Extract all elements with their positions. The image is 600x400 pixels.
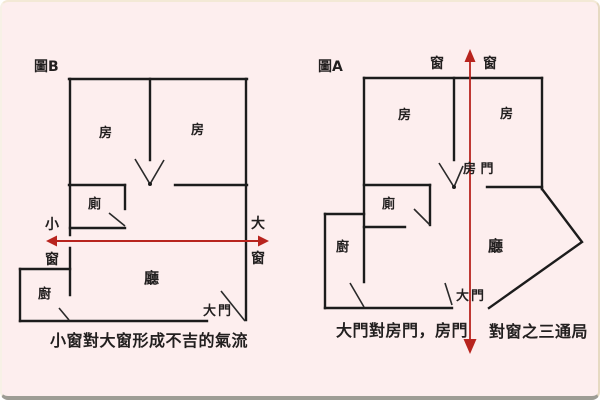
diagram-a-window-right-label: 窗 (483, 56, 497, 72)
diagram-a-bedroom-left-label: 房 (398, 108, 412, 123)
diagram-b-title: 圖B (34, 59, 59, 75)
diagram-b-kitchen-label: 廚 (38, 287, 52, 302)
diagram-b-small-window-label: 小 窗 (45, 217, 59, 268)
floorplan-b-door-swings (58, 158, 246, 322)
diagram-a-caption-before-arrow: 大門對房門，房門 (336, 321, 469, 340)
airflow-arrow-horizontal (46, 235, 269, 247)
diagram-b-big-window-label: 大 窗 (251, 216, 265, 267)
diagram-b-bedroom-left-label: 房 (99, 126, 113, 141)
diagram-a-caption-after-arrow: 對窗之三通局 (489, 322, 589, 341)
diagram-a-room-door-label: 房 門 (463, 162, 494, 177)
diagram-b-main-door-label: 大門 (203, 304, 234, 319)
diagram-a-title: 圖A (318, 59, 343, 75)
diagram-a-bedroom-right-label: 房 (500, 107, 514, 122)
floorplan-a-walls (323, 76, 584, 310)
diagram-b-hall-label: 廳 (144, 269, 160, 287)
diagram-b-caption: 小窗對大窗形成不吉的氣流 (50, 331, 249, 350)
diagram-a-main-door-label: 大門 (456, 289, 487, 304)
diagram-a-kitchen-label: 廚 (336, 240, 350, 255)
airflow-arrow-vertical (463, 49, 477, 354)
diagram-b-toilet-label: 廁 (88, 197, 102, 212)
diagram-a-hall-label: 廳 (488, 237, 504, 255)
diagram-a-window-left-label: 窗 (430, 56, 444, 72)
floorplan-a-door-swings (349, 162, 464, 308)
floorplan-b-walls (18, 77, 249, 323)
diagram-b-bedroom-right-label: 房 (191, 123, 205, 138)
diagram-a-toilet-label: 廁 (382, 197, 396, 212)
